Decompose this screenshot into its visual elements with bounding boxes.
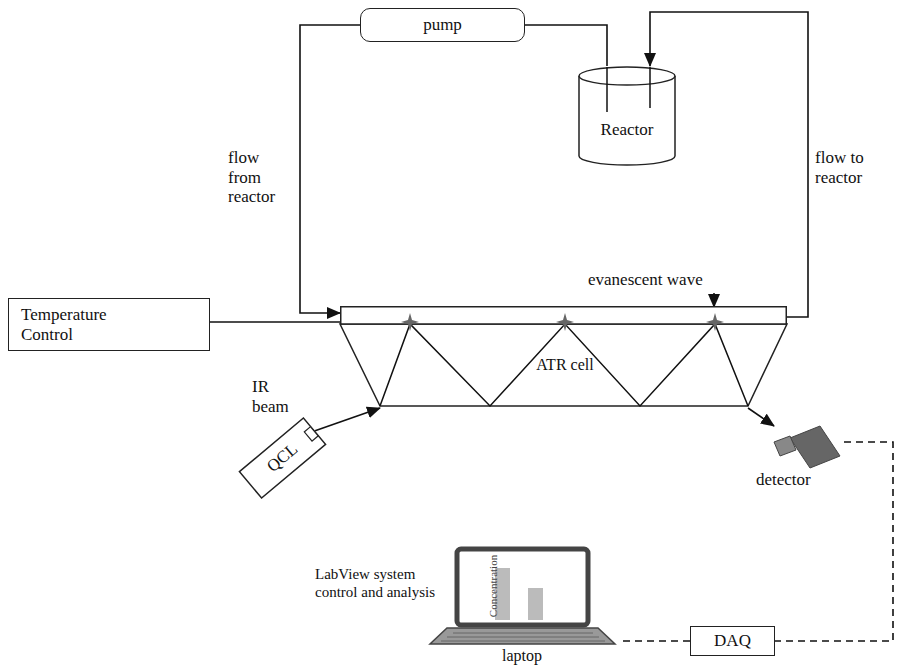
node-label: detector [756,470,811,490]
reactor-cylinder [578,66,676,166]
laptop: LabView system control and analysis lapto… [315,546,620,666]
illustration [714,293,715,307]
laser-source: QCL [238,417,326,499]
node-label: ATR cell [535,356,595,374]
flow-label: flow to reactor [815,148,890,187]
node-caption: laptop [482,647,562,665]
detector: detector [760,426,844,492]
flow-line [315,408,380,431]
laptop-icon [315,546,620,666]
flow-line [210,321,340,323]
node-label: Temperature Control [21,305,131,344]
flow-line [525,25,607,66]
node-label: pump [423,15,462,35]
callout-arrow [713,293,715,307]
pump-box: pump [360,8,525,42]
evanescent-star [556,313,574,331]
node-label: Reactor [578,120,676,140]
evanescent-star [706,313,724,331]
atr-cell: ATR cell [340,306,787,408]
flow-line [300,25,360,313]
control-box: Temperature Control [8,298,210,351]
node-label: DAQ [714,631,751,651]
node-label: LabView system control and analysis [315,565,450,601]
daq-box: DAQ [690,626,775,656]
flow-label: IR beam [252,377,294,416]
reactor-vessel: Reactor [578,66,676,166]
signal-line [620,640,690,642]
flow-line [748,408,774,426]
evanescent-star [401,313,419,331]
callout-label: evanescent wave [588,270,703,290]
axis-label: Concentration [487,555,500,617]
flow-label: flow from reactor [228,148,296,207]
